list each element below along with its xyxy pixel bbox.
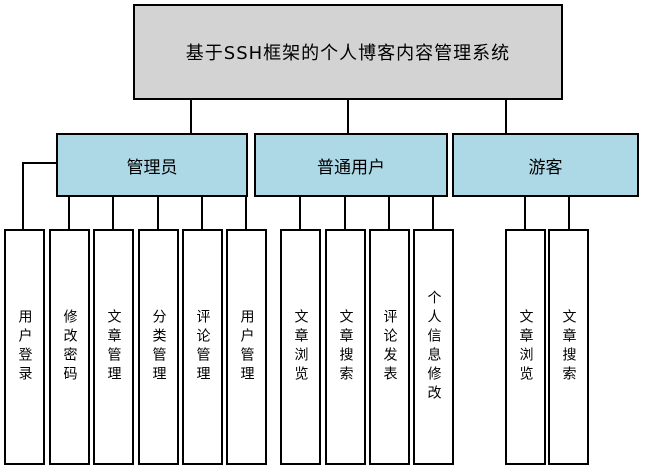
connector-user-task-3 <box>388 197 390 229</box>
task-box-change-password: 修改密码 <box>49 229 90 465</box>
task-box-article-browse-user: 文章浏览 <box>280 229 321 465</box>
connector-admin-elbow-vertical <box>22 162 24 229</box>
connector-admin-task-3 <box>112 197 114 229</box>
task-box-profile-edit: 个人信息修改 <box>413 229 454 465</box>
task-box-comment-post: 评论发表 <box>369 229 410 465</box>
task-box-user-login: 用户登录 <box>4 229 45 465</box>
task-label: 评论管理 <box>194 309 211 385</box>
connector-user-task-4 <box>432 197 434 229</box>
connector-guest-task-1 <box>524 197 526 229</box>
connector-admin-elbow-horizontal <box>22 162 56 164</box>
task-label: 分类管理 <box>150 309 167 385</box>
diagram-title-box: 基于SSH框架的个人博客内容管理系统 <box>133 4 563 100</box>
task-label: 用户登录 <box>16 309 33 385</box>
task-label: 文章管理 <box>105 309 122 385</box>
task-label: 评论发表 <box>381 309 398 385</box>
task-label: 文章浏览 <box>292 309 309 385</box>
role-label-admin: 管理员 <box>126 157 178 178</box>
role-box-admin: 管理员 <box>56 133 248 197</box>
task-box-user-manage: 用户管理 <box>226 229 267 465</box>
role-box-user: 普通用户 <box>254 133 448 197</box>
task-box-category-manage: 分类管理 <box>138 229 179 465</box>
connector-admin-task-4 <box>157 197 159 229</box>
role-label-user: 普通用户 <box>317 157 385 178</box>
connector-admin-task-5 <box>201 197 203 229</box>
task-box-article-manage: 文章管理 <box>93 229 134 465</box>
connector-user-task-1 <box>299 197 301 229</box>
connector-title-to-admin <box>190 100 192 133</box>
connector-user-task-2 <box>344 197 346 229</box>
task-box-article-browse-guest: 文章浏览 <box>505 229 546 465</box>
task-box-article-search-user: 文章搜索 <box>325 229 366 465</box>
task-box-article-search-guest: 文章搜索 <box>548 229 589 465</box>
task-label: 文章搜索 <box>560 309 577 385</box>
task-label: 个人信息修改 <box>425 290 442 404</box>
task-label: 用户管理 <box>238 309 255 385</box>
role-label-guest: 游客 <box>528 157 563 178</box>
connector-title-to-user <box>347 100 349 133</box>
task-label: 文章浏览 <box>517 309 534 385</box>
connector-admin-task-2 <box>68 197 70 229</box>
connector-admin-task-6 <box>245 197 247 229</box>
role-box-guest: 游客 <box>452 133 639 197</box>
diagram-title: 基于SSH框架的个人博客内容管理系统 <box>185 43 511 64</box>
connector-guest-task-2 <box>568 197 570 229</box>
task-label: 文章搜索 <box>337 309 354 385</box>
connector-title-to-guest <box>505 100 507 133</box>
task-box-comment-manage: 评论管理 <box>182 229 223 465</box>
task-label: 修改密码 <box>61 309 78 385</box>
